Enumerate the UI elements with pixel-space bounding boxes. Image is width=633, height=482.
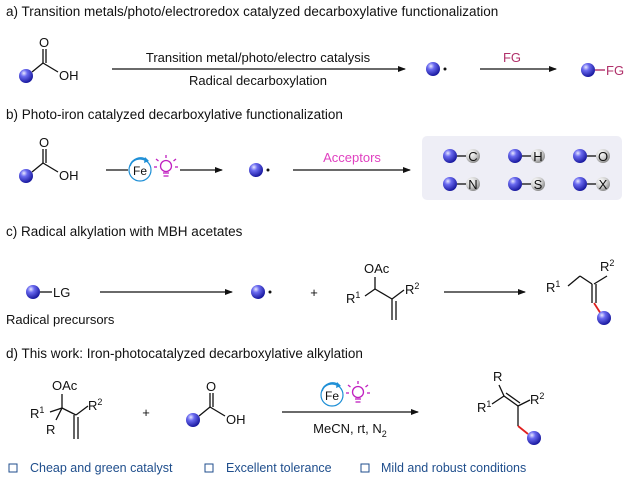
- plus-sign-d: +: [142, 405, 150, 420]
- r1-label: R1: [346, 290, 360, 306]
- fe-label: Fe: [325, 389, 339, 403]
- product-atom-label: N: [468, 177, 477, 192]
- fe-label: Fe: [133, 164, 147, 178]
- radical-precursor: LG: [26, 285, 70, 300]
- leaving-group-label: LG: [53, 285, 70, 300]
- carboxylic-acid-b: O OH: [19, 135, 79, 183]
- arrow-a2-label: FG: [503, 50, 521, 65]
- hydroxyl-label: OH: [59, 68, 79, 83]
- hydroxyl-label: OH: [226, 412, 246, 427]
- iron-catalyst-icon: Fe: [128, 157, 152, 182]
- product-atom-label: O: [598, 149, 608, 164]
- sphere-icon: [19, 169, 33, 183]
- oac-label: OAc: [364, 261, 390, 276]
- fg-label: FG: [606, 63, 624, 78]
- oac-label: OAc: [52, 378, 78, 393]
- feature-label: Mild and robust conditions: [381, 461, 526, 475]
- sphere-icon: [527, 431, 541, 445]
- product-n: N: [443, 177, 480, 192]
- checkbox-icon: [8, 463, 18, 473]
- checkbox-icon: [204, 463, 214, 473]
- functionalized-product-a: FG: [581, 63, 624, 78]
- r-label: R: [493, 369, 502, 384]
- product-atom-label: H: [533, 149, 542, 164]
- oxygen-label: O: [39, 135, 49, 150]
- section-c-heading: c) Radical alkylation with MBH acetates: [6, 224, 243, 239]
- r2-label: R2: [405, 281, 419, 297]
- r1-label: R1: [546, 279, 560, 295]
- iron-catalyst-icon: Fe: [320, 382, 344, 407]
- product-atom-label: C: [468, 149, 477, 164]
- alkylation-product-d: R R1 R2: [477, 369, 544, 445]
- product-grid: C H O N S X: [443, 149, 610, 192]
- plus-sign-c: +: [310, 285, 318, 300]
- product-atom-label: X: [599, 177, 608, 192]
- product-o: O: [573, 149, 610, 164]
- section-b-heading: b) Photo-iron catalyzed decarboxylative …: [6, 107, 343, 122]
- oxygen-label: O: [206, 379, 216, 394]
- acceptors-label: Acceptors: [323, 150, 381, 165]
- arrow-a1-top-label: Transition metal/photo/electro catalysis: [146, 50, 371, 65]
- sphere-icon: [186, 413, 200, 427]
- mbh-acetate-d: OAc R1 R R2: [30, 378, 102, 439]
- section-a-heading: a) Transition metals/photo/electroredox …: [6, 4, 498, 19]
- r1-label: R1: [30, 405, 44, 421]
- product-s: S: [508, 177, 545, 192]
- r2-label: R2: [88, 397, 102, 413]
- r-label: R: [46, 422, 55, 437]
- alkylation-product-c: R1 R2: [546, 258, 614, 325]
- product-x: X: [573, 177, 610, 192]
- carboxylic-acid-a: O OH: [19, 35, 79, 83]
- radical-sphere-icon: [251, 285, 265, 299]
- hydroxyl-label: OH: [59, 168, 79, 183]
- mbh-acetate-c: OAc R1 R2: [346, 261, 419, 320]
- feature-item: Excellent tolerance: [204, 461, 332, 475]
- sphere-icon: [581, 63, 595, 77]
- sphere-icon: [19, 69, 33, 83]
- carboxylic-acid-d: O OH: [186, 379, 246, 427]
- radical-dot-icon: [443, 67, 447, 71]
- arrow-a1-bottom-label: Radical decarboxylation: [189, 73, 327, 88]
- product-h: H: [508, 149, 545, 164]
- r2-label: R2: [530, 391, 544, 407]
- radical-precursors-caption: Radical precursors: [6, 312, 115, 327]
- oxygen-label: O: [39, 35, 49, 50]
- feature-item: Mild and robust conditions: [360, 461, 526, 475]
- sphere-icon: [26, 285, 40, 299]
- feature-item: Cheap and green catalyst: [8, 461, 173, 475]
- checkbox-icon: [360, 463, 370, 473]
- radical-sphere-icon: [426, 62, 440, 76]
- radical-dot-icon: [268, 290, 272, 294]
- radical-sphere-icon: [249, 163, 263, 177]
- conditions-label: MeCN, rt, N2: [313, 421, 387, 439]
- r1-label: R1: [477, 399, 491, 415]
- feature-label: Excellent tolerance: [226, 461, 332, 475]
- product-c: C: [443, 149, 480, 164]
- radical-dot-icon: [266, 168, 270, 172]
- sphere-icon: [597, 311, 611, 325]
- section-d-heading: d) This work: Iron-photocatalyzed decarb…: [6, 346, 363, 361]
- light-bulb-icon: [154, 155, 178, 177]
- feature-label: Cheap and green catalyst: [30, 461, 173, 475]
- r2-label: R2: [600, 258, 614, 274]
- light-bulb-icon: [346, 381, 370, 403]
- features-row: Cheap and green catalyst Excellent toler…: [8, 461, 526, 475]
- product-atom-label: S: [534, 177, 543, 192]
